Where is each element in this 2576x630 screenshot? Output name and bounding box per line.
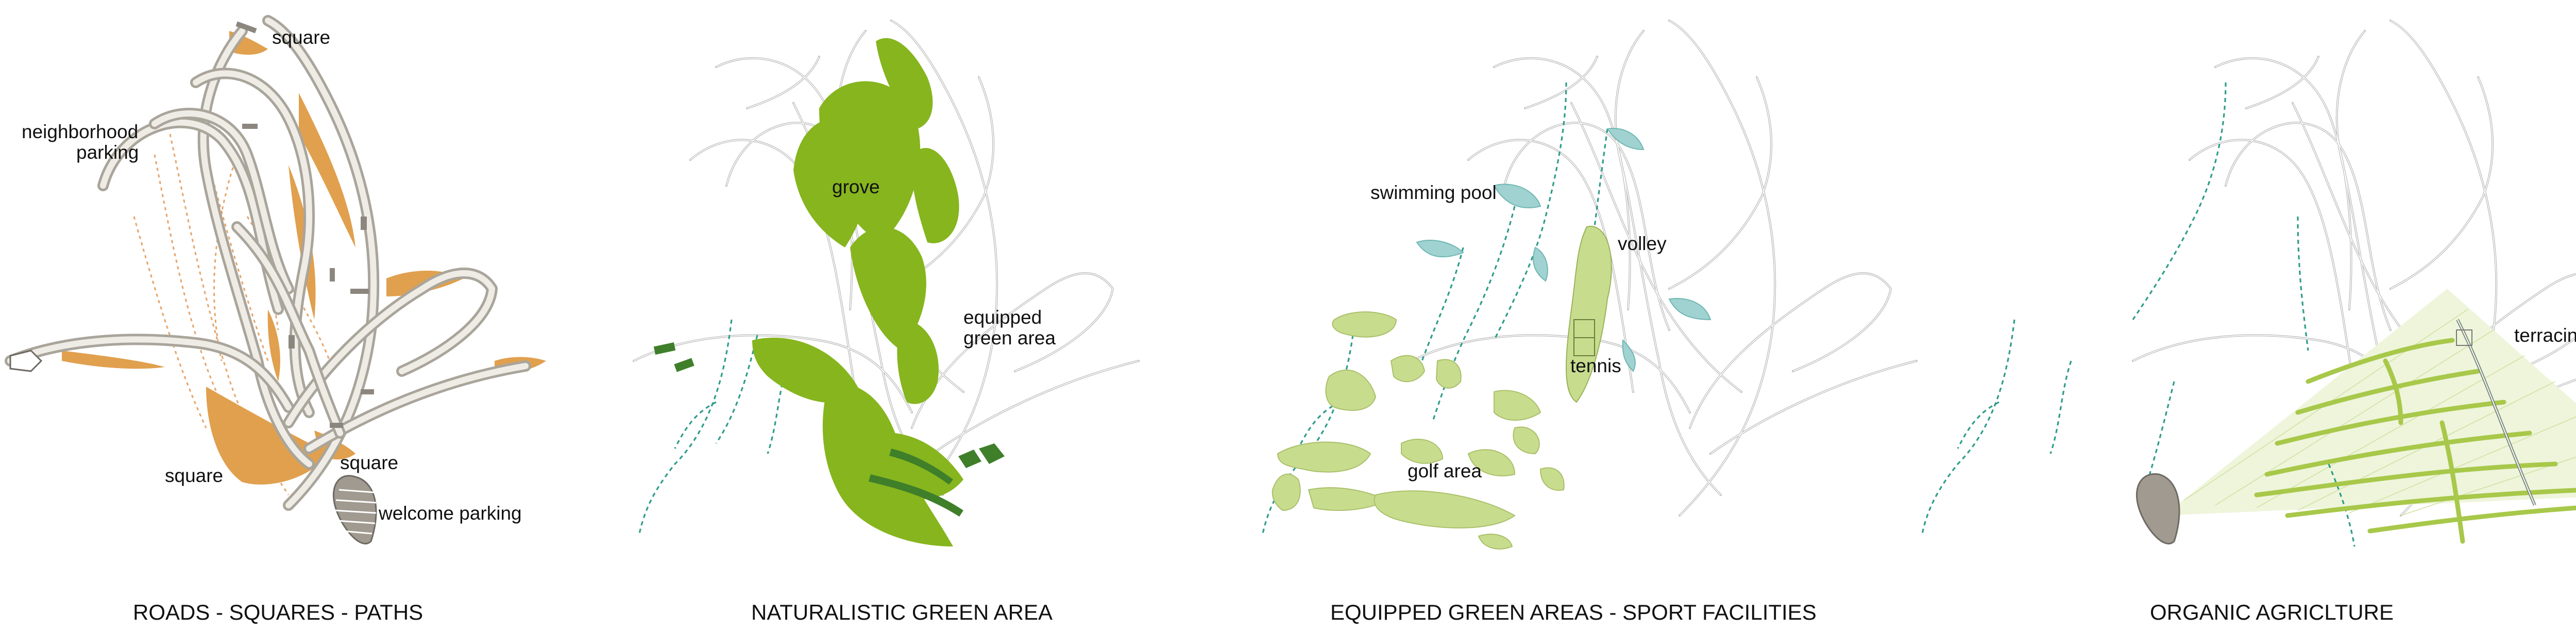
panel-sport-facilities: swimming pool volley tennis golf area EQ…	[1261, 20, 1918, 624]
terrace-access-path	[2456, 319, 2536, 506]
panel-title-roads: ROADS - SQUARES - PATHS	[133, 600, 423, 624]
equipped-green-structures	[653, 342, 1005, 517]
network-outline	[1411, 20, 1918, 517]
panel-title-sport: EQUIPPED GREEN AREAS - SPORT FACILITIES	[1330, 600, 1817, 624]
panel-naturalistic-green: grove equipped green area NATURALISTIC G…	[633, 20, 1140, 624]
volley-tennis-area	[1566, 226, 1612, 403]
label-tennis: tennis	[1570, 355, 1621, 376]
label-parking: parking	[76, 142, 139, 163]
west-plaza	[9, 350, 43, 372]
label-green-area: green area	[963, 327, 1056, 349]
label-terracing: terracing	[2514, 325, 2576, 346]
welcome-parking	[332, 475, 377, 545]
parking-echo	[2136, 473, 2180, 545]
streams	[1921, 82, 2355, 547]
terraces	[2254, 338, 2576, 544]
agriculture-field	[2164, 289, 2576, 516]
panel-title-naturalistic: NATURALISTIC GREEN AREA	[751, 600, 1053, 624]
label-square-left: square	[165, 465, 223, 486]
label-volley: volley	[1618, 233, 1667, 254]
panel-organic-agriculture: terracing ORGANIC AGRICLTURE	[1921, 20, 2576, 624]
label-equipped: equipped	[963, 307, 1042, 328]
swimming-pools	[1416, 128, 1711, 372]
label-grove: grove	[832, 176, 880, 197]
label-square-right: square	[340, 452, 398, 473]
label-golf-area: golf area	[1408, 460, 1482, 482]
label-square-top: square	[272, 27, 330, 48]
grove-areas	[752, 38, 963, 546]
label-welcome-parking: welcome parking	[378, 503, 522, 524]
label-swimming-pool: swimming pool	[1370, 182, 1497, 203]
road-network	[5, 15, 531, 511]
tennis-courts	[1573, 319, 1595, 356]
neighborhood-parking-lots	[235, 21, 374, 428]
label-neighborhood: neighborhood	[22, 121, 138, 142]
golf-greens	[1272, 311, 1565, 550]
panel-roads-squares-paths: square neighborhood parking square squar…	[5, 15, 546, 624]
panel-title-agriculture: ORGANIC AGRICLTURE	[2150, 600, 2394, 624]
